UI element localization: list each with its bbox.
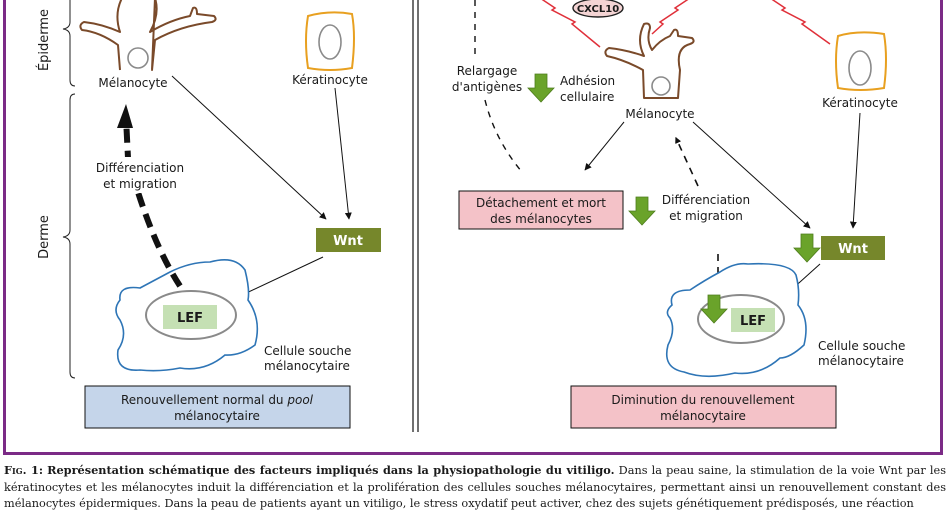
differentiation-arrow [123, 117, 183, 288]
reduced-renewal-text-2: mélanocytaire [660, 409, 746, 423]
arrow-melanocyte-to-detachment [584, 121, 625, 171]
vitiligo-diagram: Épiderme Derme Mélanocyte Kératinocyte W… [36, 0, 905, 432]
decrease-adhesion-arrow-icon [527, 73, 555, 103]
figure-caption: Fig. 1: Représentation schématique des f… [4, 462, 946, 513]
stem-cell-label-right-1: Cellule souche [818, 339, 905, 353]
lef-label-right: LEF [740, 314, 766, 329]
stem-cell-label-1: Cellule souche [264, 344, 351, 358]
svg-text:CXCL10: CXCL10 [577, 4, 619, 15]
figure-body: Dans la peau saine, la stimulation de la… [4, 464, 946, 510]
normal-renewal-text-2: mélanocytaire [174, 409, 260, 423]
differentiation-label-1: Différenciation [96, 161, 184, 175]
figure-number: Fig. 1: [4, 463, 43, 477]
keratinocyte-label: Kératinocyte [292, 73, 368, 87]
dermis-brace: Derme [37, 93, 76, 379]
stem-cell-right: LEF Cellule souche mélanocytaire [665, 262, 905, 378]
wnt-box-right: Wnt [821, 236, 885, 260]
keratinocyte-label-right: Kératinocyte [822, 96, 898, 110]
stem-cell-label-right-2: mélanocytaire [818, 354, 904, 368]
arrow-melanocyte-to-wnt-right [692, 121, 811, 229]
detachment-text-1: Détachement et mort [476, 196, 606, 210]
detachment-text-2: des mélanocytes [490, 212, 592, 226]
right-panel: CXCL10 Relargage d'antigènes Adhésion ce… [452, 0, 905, 429]
arrow-keratinocyte-to-wnt [334, 87, 352, 220]
normal-renewal-box: Renouvellement normal du pool mélanocyta… [84, 385, 351, 429]
adhesion-label-1: Adhésion [560, 74, 615, 88]
svg-text:Renouvellement normal du pool: Renouvellement normal du pool [121, 393, 314, 407]
arrow-keratinocyte-to-wnt-right [849, 112, 861, 229]
normal-renewal-text-italic: pool [286, 393, 313, 407]
panel-divider [412, 0, 419, 432]
stem-cell-label-2: mélanocytaire [264, 359, 350, 373]
dermis-label: Derme [37, 215, 52, 259]
epidermis-brace: Épiderme [36, 0, 76, 87]
melanocyte-cell: Mélanocyte [79, 0, 217, 90]
figure-frame [3, 0, 943, 455]
melanocyte-label: Mélanocyte [98, 76, 167, 90]
left-panel: Épiderme Derme Mélanocyte Kératinocyte W… [36, 0, 381, 429]
arrow-melanocyte-to-wnt [171, 75, 327, 220]
differentiation-arrowhead [117, 104, 133, 128]
antigen-release-label-1: Relargage [457, 64, 518, 78]
epidermis-label: Épiderme [36, 9, 52, 71]
differentiation-label-right-2: et migration [669, 209, 743, 223]
lef-label: LEF [177, 311, 203, 326]
svg-text:Wnt: Wnt [838, 242, 868, 257]
cxcl10-badge: CXCL10 [572, 0, 624, 18]
keratinocyte-cell-right: Kératinocyte [822, 31, 898, 110]
normal-renewal-text-1: Renouvellement normal du [121, 393, 287, 407]
decrease-wnt-arrow-icon [793, 233, 821, 263]
reduced-renewal-box: Diminution du renouvellement mélanocytai… [570, 385, 837, 429]
reduced-renewal-text-1: Diminution du renouvellement [611, 393, 794, 407]
detachment-box: Détachement et mort des mélanocytes [458, 190, 624, 230]
antigen-release-line [474, 0, 523, 173]
figure-title: Représentation schématique des facteurs … [47, 463, 615, 477]
differentiation-label-2: et migration [103, 177, 177, 191]
svg-text:Wnt: Wnt [333, 234, 363, 249]
melanocyte-cell-right: Mélanocyte [604, 22, 695, 121]
antigen-release-label-2: d'antigènes [452, 80, 522, 94]
stem-cell: LEF Cellule souche mélanocytaire [115, 259, 351, 373]
adhesion-label-2: cellulaire [560, 90, 614, 104]
keratinocyte-cell: Kératinocyte [292, 11, 368, 87]
decrease-differentiation-arrow-icon [628, 196, 656, 226]
differentiation-label-right-1: Différenciation [662, 193, 750, 207]
wnt-box: Wnt [316, 228, 381, 252]
melanocyte-label-right: Mélanocyte [625, 107, 694, 121]
stress-bolts [541, 0, 831, 48]
